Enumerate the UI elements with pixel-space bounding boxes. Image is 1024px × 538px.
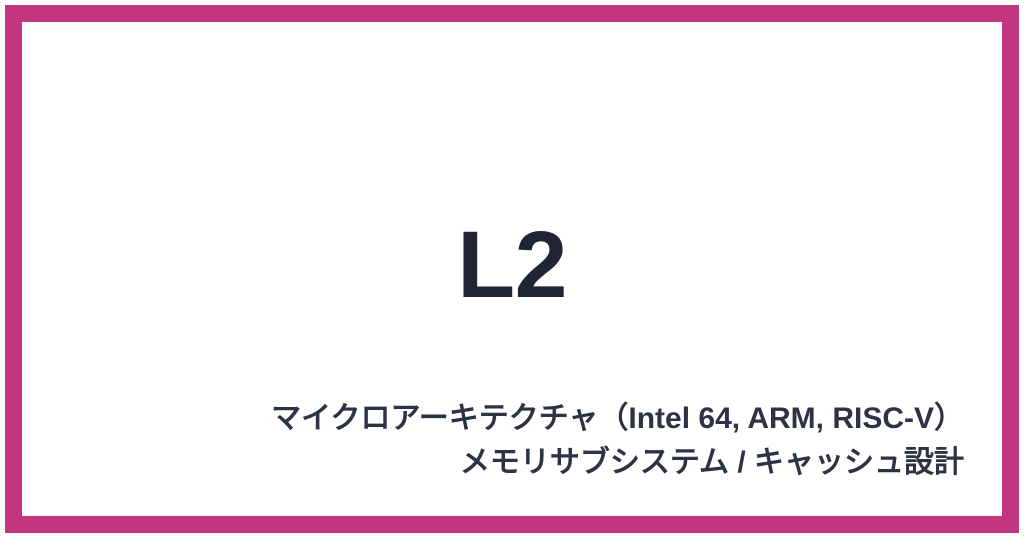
subtitle-block: マイクロアーキテクチャ（Intel 64, ARM, RISC-V） メモリサブ… [82,397,964,485]
slide-border-frame: L2 マイクロアーキテクチャ（Intel 64, ARM, RISC-V） メモ… [5,5,1019,533]
slide-content-area: L2 マイクロアーキテクチャ（Intel 64, ARM, RISC-V） メモ… [22,22,1002,516]
subtitle-line-2: メモリサブシステム / キャッシュ設計 [459,446,964,479]
page-title: L2 [457,212,567,318]
title-block: L2 [22,218,1002,313]
subtitle-line-1: マイクロアーキテクチャ（Intel 64, ARM, RISC-V） [271,402,964,435]
